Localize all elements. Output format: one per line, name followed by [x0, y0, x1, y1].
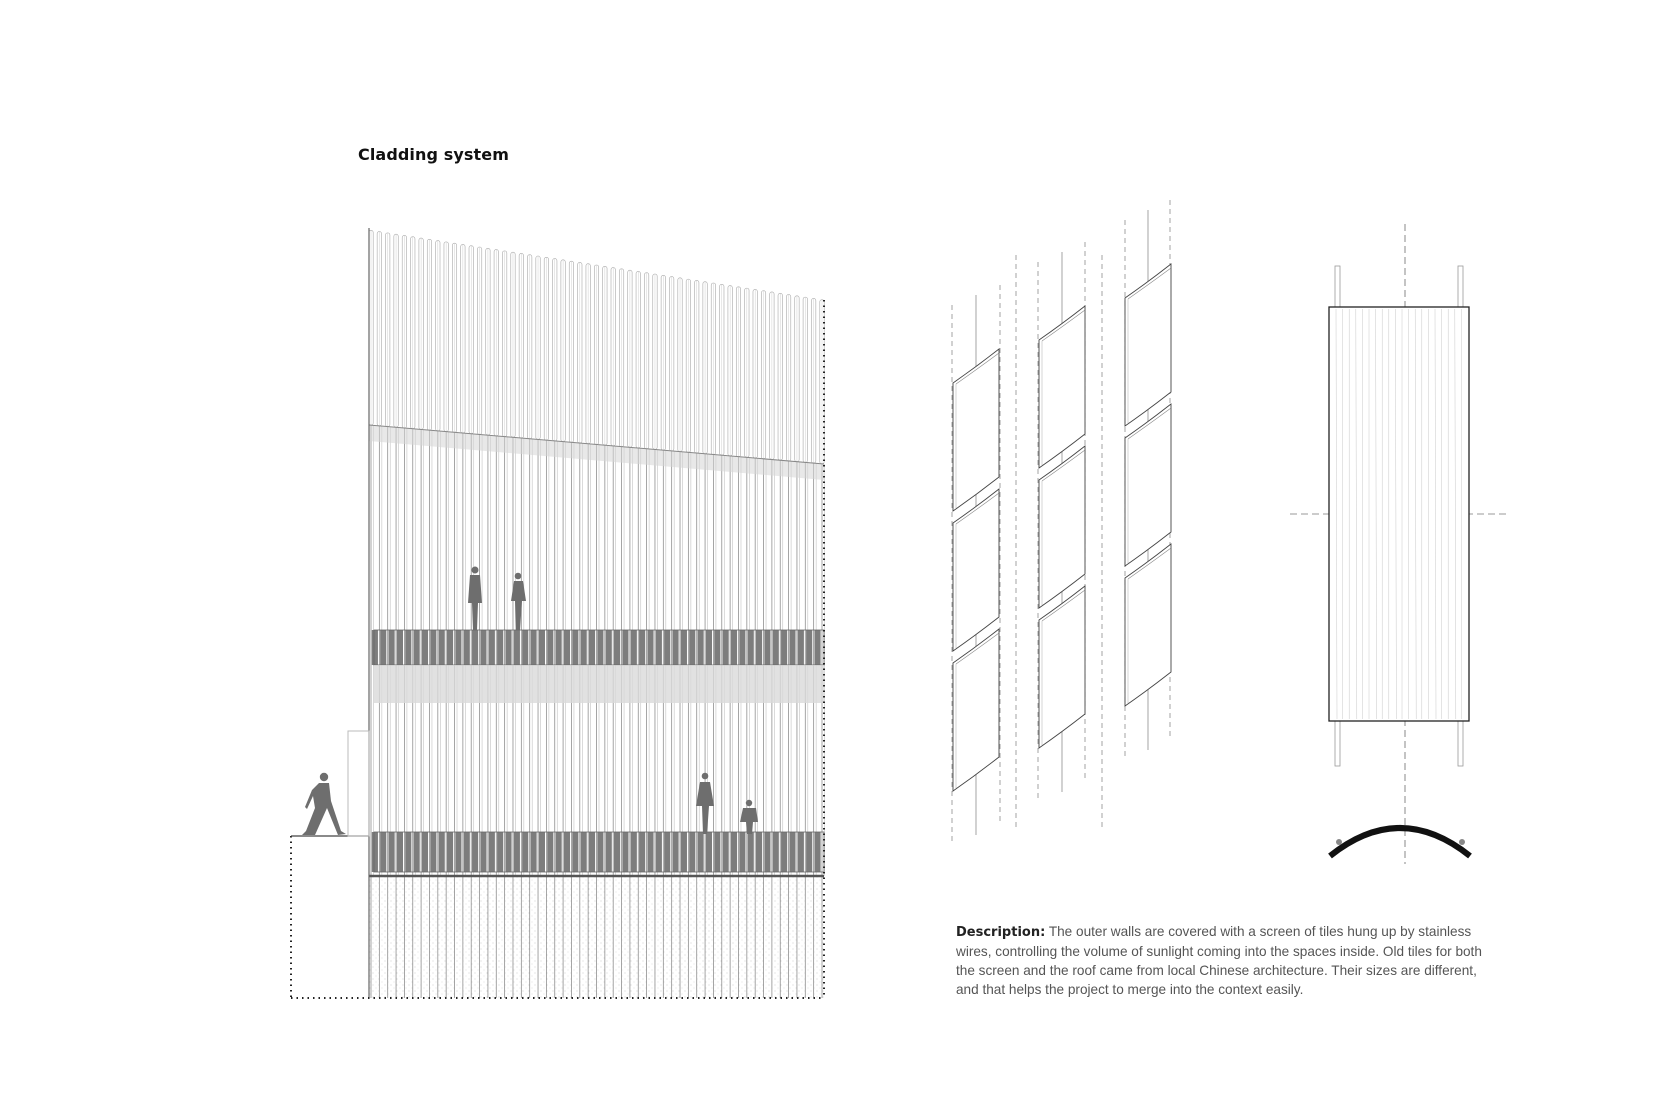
tile-columns	[370, 425, 825, 998]
person-silhouette-icon	[511, 572, 526, 630]
person-silhouette-icon	[468, 566, 482, 630]
tile-grain-lines	[1335, 308, 1462, 720]
single-tile-elevation	[1290, 224, 1510, 864]
description-body: The outer walls are covered with a scree…	[956, 924, 1482, 997]
tile-section-arc	[1328, 825, 1472, 859]
facade-elevation	[290, 228, 825, 999]
person-silhouette-icon	[740, 799, 758, 834]
person-silhouette-icon	[696, 772, 714, 834]
walking-person-icon	[302, 772, 346, 835]
tile-outline	[1328, 306, 1470, 722]
description-paragraph: Description: The outer walls are covered…	[956, 922, 1496, 999]
roof-edge-line	[368, 424, 825, 465]
page-title: Cladding system	[358, 145, 509, 164]
side-door	[347, 730, 370, 837]
dark-tile-band-upper	[371, 629, 825, 666]
light-tile-band	[374, 665, 824, 703]
description-lead: Description:	[956, 925, 1046, 940]
dark-tile-band-lower	[371, 831, 825, 873]
hanging-tile-strings	[951, 200, 1172, 845]
roof-ribs	[368, 230, 825, 465]
roof-shadow-band	[369, 425, 824, 480]
